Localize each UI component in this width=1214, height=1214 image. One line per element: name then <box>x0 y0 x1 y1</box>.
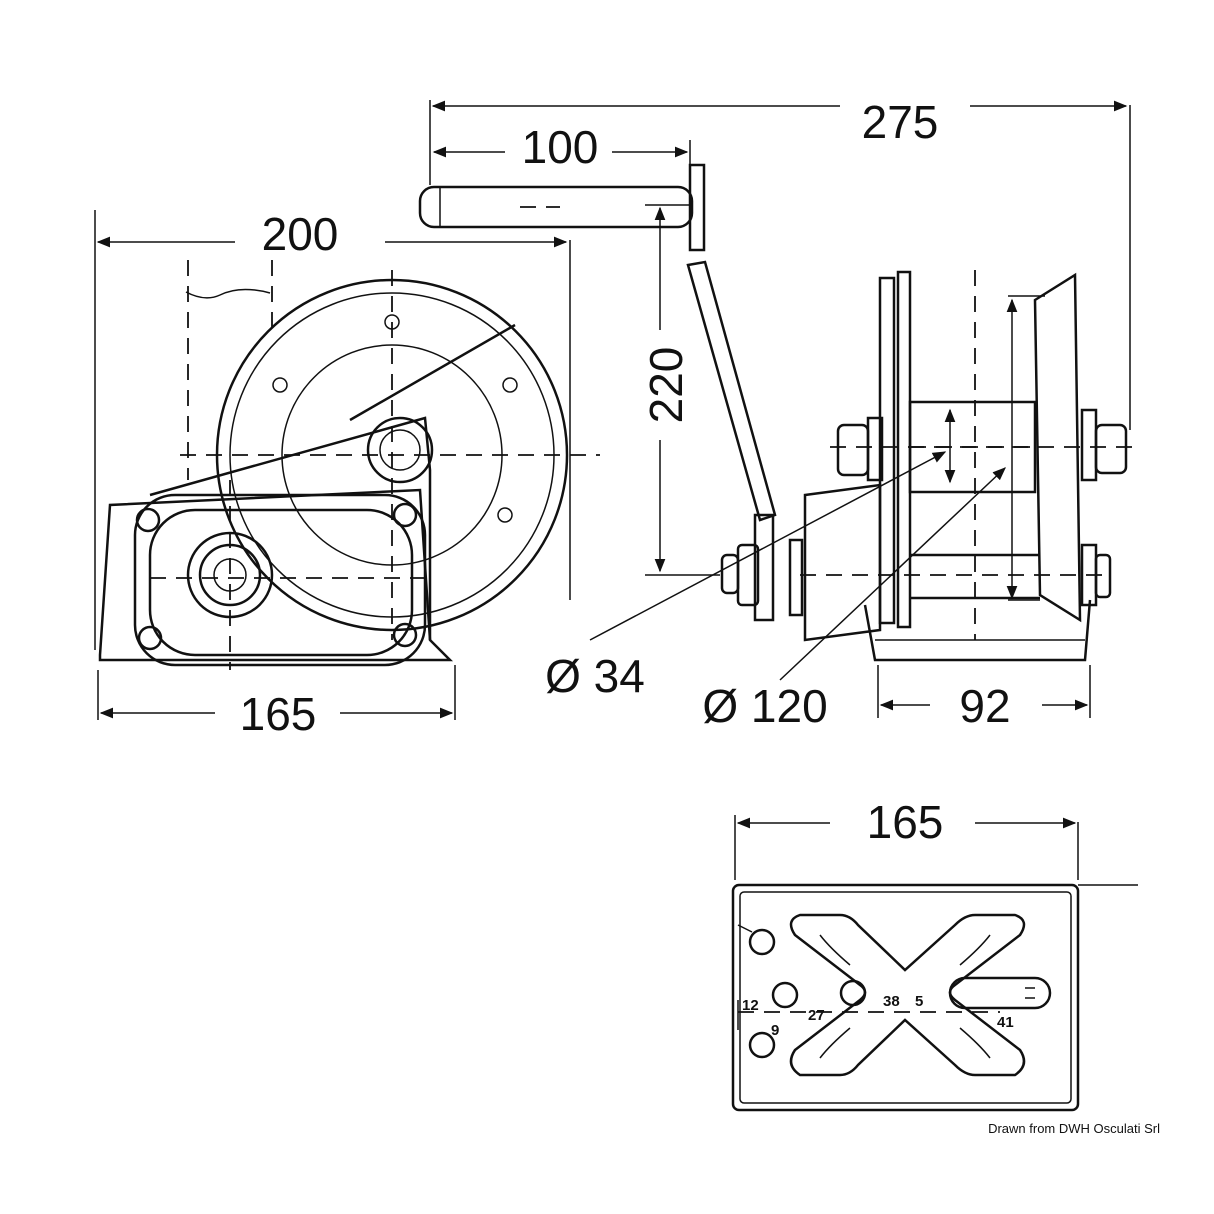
dimension-275: 275 <box>429 96 1131 430</box>
plate-mark: 27 <box>808 1007 825 1024</box>
plate-mark: 9 <box>771 1022 779 1039</box>
drum-width-label: 92 <box>959 680 1010 732</box>
plate-mark: 38 <box>883 993 900 1010</box>
side-width-label: 200 <box>262 208 339 260</box>
plate-mark: 5 <box>915 993 923 1010</box>
drum-diameter-label: Ø 120 <box>702 680 827 732</box>
handle-length-label: 100 <box>522 121 599 173</box>
front-view <box>800 270 1135 662</box>
hub-diameter-label: Ø 34 <box>545 650 645 702</box>
base-plate-length-label: 165 <box>867 796 944 848</box>
plate-mark: 12 <box>742 997 759 1014</box>
credit-text: Drawn from DWH Osculati Srl <box>988 1121 1160 1136</box>
side-view <box>98 260 600 670</box>
dimension-100: 100 <box>432 121 691 173</box>
crank-handle <box>418 163 804 622</box>
dimension-92: 92 <box>877 665 1091 732</box>
base-plate-view: 12 9 27 38 5 41 <box>731 883 1138 1112</box>
dimension-165-plate: 165 <box>734 796 1079 880</box>
dimension-200: 200 <box>94 208 571 650</box>
dimension-diameter-120: Ø 120 <box>702 467 1006 732</box>
dimension-165-base: 165 <box>97 665 456 740</box>
plate-mark: 41 <box>997 1014 1014 1031</box>
overall-length-label: 275 <box>862 96 939 148</box>
dimension-220: 220 <box>640 204 720 576</box>
crank-radius-label: 220 <box>640 347 692 424</box>
base-length-label: 165 <box>240 688 317 740</box>
dimension-diameter-34: Ø 34 <box>545 451 947 702</box>
